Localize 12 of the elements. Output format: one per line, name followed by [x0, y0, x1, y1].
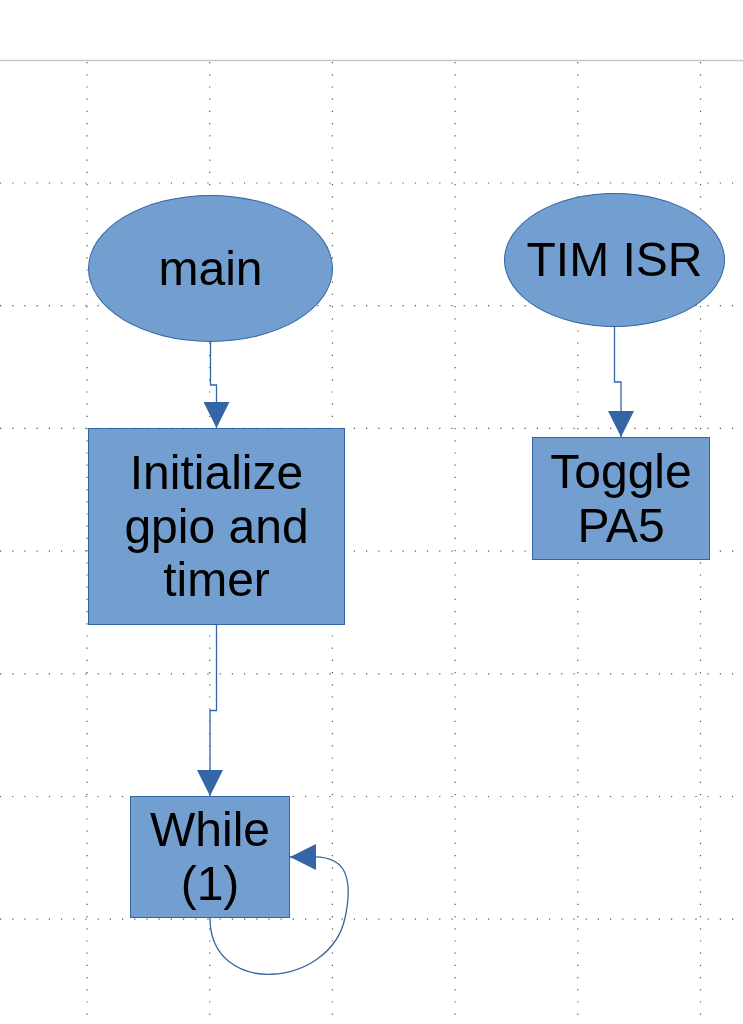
arrow: [197, 624, 223, 797]
process-box: [130, 796, 290, 918]
arrow: [203, 341, 230, 429]
loop-arrow: [209, 843, 349, 975]
process-box: [532, 437, 710, 560]
process-box: [88, 428, 345, 625]
node-text: Toggle PA5: [549, 444, 693, 553]
arrow: [608, 326, 634, 438]
node-text: TIM ISR: [526, 233, 703, 287]
node-text: Initialize gpio and timer: [123, 445, 310, 608]
node-text: While (1): [149, 803, 271, 911]
node-text: main: [158, 241, 263, 296]
